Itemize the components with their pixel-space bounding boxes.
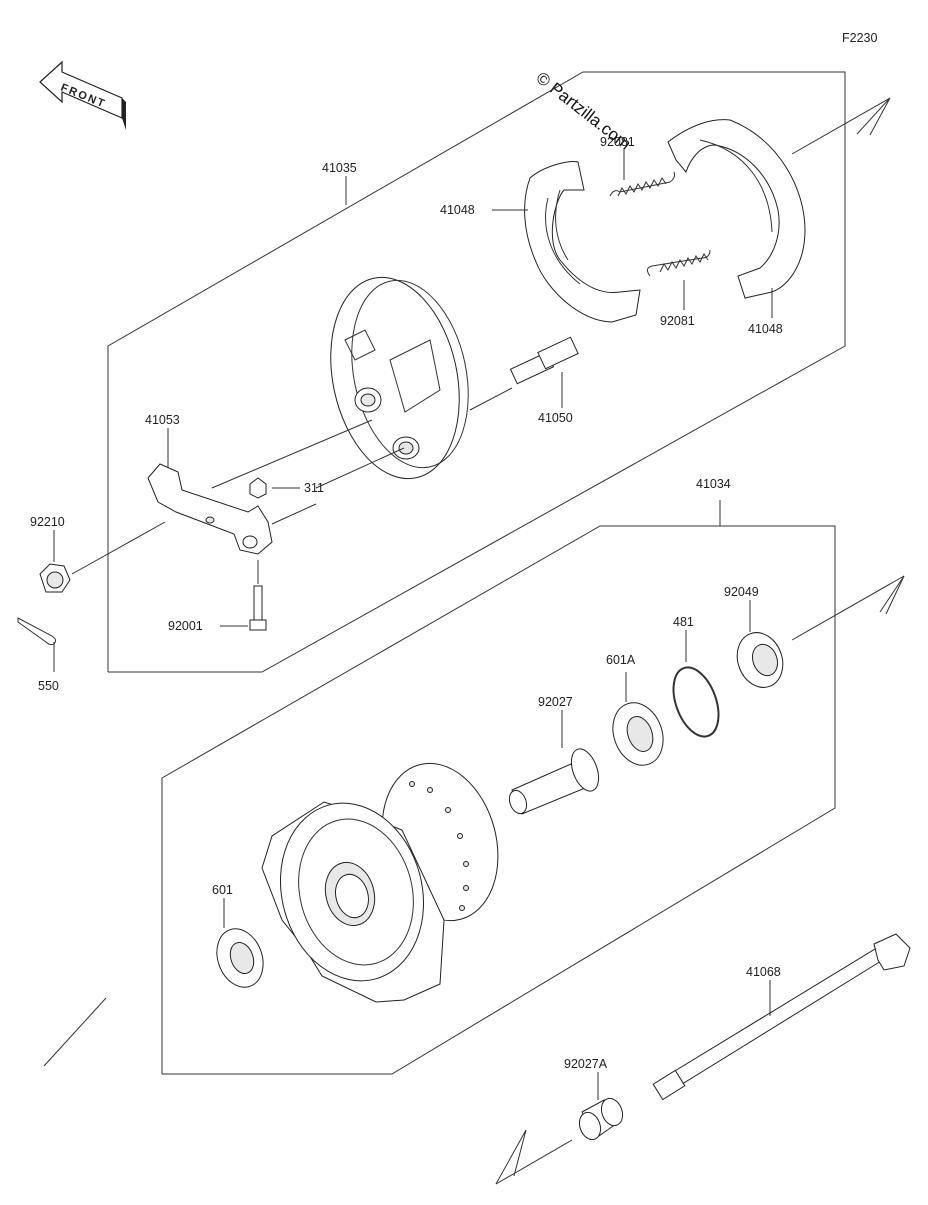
spring-upper-icon bbox=[609, 171, 675, 197]
label-92081-upper: 92081 bbox=[600, 135, 635, 149]
spring-lower-icon bbox=[646, 249, 711, 277]
label-92027: 92027 bbox=[538, 695, 573, 709]
spacer-92027 bbox=[508, 748, 600, 815]
oil-seal-92049 bbox=[736, 632, 784, 688]
ref-line-311 bbox=[271, 503, 317, 525]
ref-line-311-panel bbox=[315, 447, 405, 489]
label-601A: 601A bbox=[606, 653, 636, 667]
hub-assembly-box bbox=[43, 525, 905, 1075]
label-41053: 41053 bbox=[145, 413, 180, 427]
label-41035: 41035 bbox=[322, 161, 357, 175]
label-481: 481 bbox=[673, 615, 694, 629]
ref-line-92027A bbox=[495, 1139, 573, 1185]
cotter-pin-550-icon bbox=[17, 617, 57, 646]
label-41034: 41034 bbox=[696, 477, 731, 491]
wheel-hub bbox=[261, 762, 499, 1003]
spacer-92027a bbox=[578, 1097, 624, 1141]
ref-line-arm-panel bbox=[211, 419, 373, 489]
label-550: 550 bbox=[38, 679, 59, 693]
axle-nut-92210-icon bbox=[39, 563, 71, 593]
label-311: 311 bbox=[304, 481, 324, 495]
label-41048-right: 41048 bbox=[748, 322, 783, 336]
label-92027A: 92027A bbox=[564, 1057, 608, 1071]
brake-assembly-box bbox=[107, 71, 891, 673]
hub-spoke-holes bbox=[409, 781, 469, 911]
label-601: 601 bbox=[212, 883, 233, 897]
nut-311-icon bbox=[249, 477, 267, 499]
label-92081-lower: 92081 bbox=[660, 314, 695, 328]
label-41050: 41050 bbox=[538, 411, 573, 425]
ref-arrow-92027A bbox=[495, 1129, 527, 1185]
axle-41068 bbox=[652, 933, 911, 1101]
brake-panel bbox=[330, 276, 469, 480]
front-arrow-icon: FRONT bbox=[39, 60, 126, 130]
figure-code: F2230 bbox=[842, 31, 877, 45]
label-41048-left: 41048 bbox=[440, 203, 475, 217]
label-92001: 92001 bbox=[168, 619, 203, 633]
ref-line-92210 bbox=[71, 521, 166, 575]
brake-cam bbox=[469, 336, 579, 411]
brake-shoe-left bbox=[524, 161, 641, 323]
bearing-601a bbox=[612, 702, 664, 766]
bearing-601 bbox=[216, 928, 264, 988]
label-92049: 92049 bbox=[724, 585, 759, 599]
label-41068: 41068 bbox=[746, 965, 781, 979]
circlip-481-icon bbox=[672, 666, 720, 738]
label-92210: 92210 bbox=[30, 515, 65, 529]
brake-arm bbox=[147, 463, 273, 555]
bolt-92001-icon bbox=[249, 585, 267, 631]
brake-shoe-right bbox=[667, 119, 806, 299]
